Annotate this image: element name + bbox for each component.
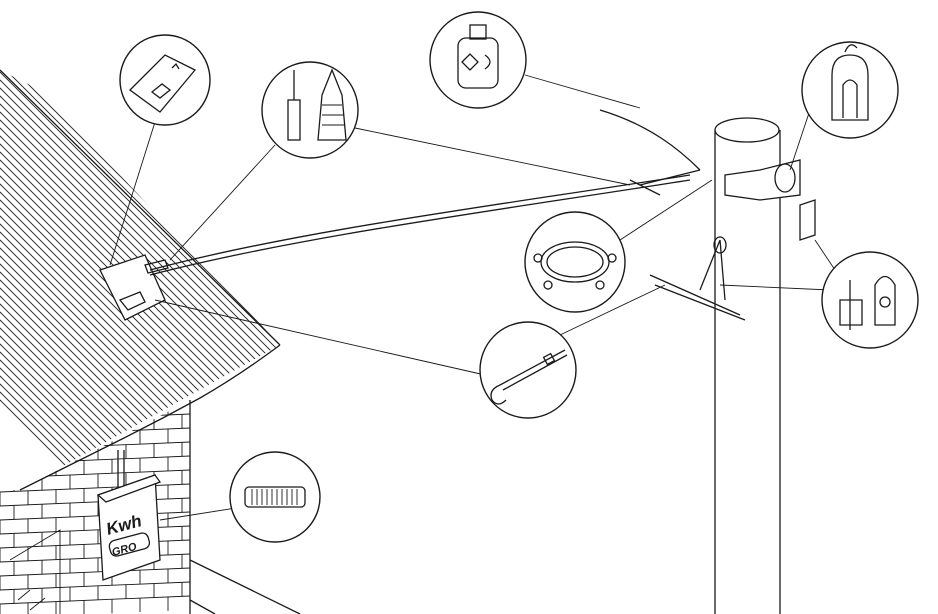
brick-course xyxy=(0,469,190,479)
roof-corrugation xyxy=(0,70,109,490)
roof-corrugation xyxy=(0,70,189,490)
roof-corrugation xyxy=(0,70,280,490)
roof-corrugation xyxy=(0,70,141,490)
callout-strain-clamps xyxy=(261,61,359,159)
utility-pole xyxy=(713,117,816,614)
service-cable xyxy=(144,109,701,276)
roof-corrugation xyxy=(0,70,280,490)
roof-corrugation xyxy=(0,70,181,490)
roof-corrugation xyxy=(0,70,280,490)
callout-pole-hook-bracket xyxy=(801,41,899,139)
roof-corrugation xyxy=(0,70,280,490)
roof-corrugation xyxy=(0,70,125,490)
roof-corrugation xyxy=(0,70,280,490)
brick-course xyxy=(0,386,190,394)
callout-dead-end-assembly xyxy=(821,251,919,349)
brick-course xyxy=(0,441,190,451)
roof-corrugation xyxy=(0,70,165,490)
callout-connector-sleeve xyxy=(229,451,321,543)
dead-end-arm xyxy=(649,239,746,321)
roof-corrugation xyxy=(0,70,133,490)
roof-corrugation xyxy=(0,70,280,490)
roof-corrugation xyxy=(0,70,221,490)
roof-corrugation xyxy=(0,70,197,490)
brick-course xyxy=(0,595,190,605)
brick-course xyxy=(0,511,190,521)
roof-corrugation xyxy=(0,70,101,490)
roof-corrugation xyxy=(0,70,117,490)
brick-course xyxy=(0,581,190,591)
roof-corrugation xyxy=(0,70,280,490)
electric-meter: Kwh GRO xyxy=(96,450,162,581)
roof-corrugation xyxy=(0,70,157,490)
roof-corrugation xyxy=(0,70,280,490)
brick-course xyxy=(0,455,190,465)
callout-roof-plate xyxy=(119,34,211,126)
roof-corrugation xyxy=(0,70,229,490)
roof-corrugation xyxy=(0,70,173,490)
brick-course xyxy=(0,372,190,380)
roof-entry-plate xyxy=(99,254,166,321)
brick-course xyxy=(0,497,190,507)
roof-corrugation xyxy=(0,70,280,490)
brick-course xyxy=(0,567,190,577)
callout-pole-band xyxy=(524,211,626,313)
brick-course xyxy=(0,539,190,549)
roof-corrugation xyxy=(0,70,280,490)
brick-course xyxy=(0,553,190,563)
roof-corrugation xyxy=(0,70,280,490)
callout-suspension-clamp xyxy=(429,11,527,109)
roof-corrugation xyxy=(0,70,149,490)
roof-corrugation xyxy=(0,70,280,490)
roof-corrugation xyxy=(0,70,205,490)
roof-corrugation xyxy=(0,70,213,490)
callout-hook-bolt xyxy=(479,321,577,419)
roof-corrugation xyxy=(0,70,280,490)
brick-course xyxy=(0,483,190,493)
roof-corrugation xyxy=(0,70,280,490)
brick-course xyxy=(0,525,190,535)
brick-course xyxy=(0,427,190,437)
